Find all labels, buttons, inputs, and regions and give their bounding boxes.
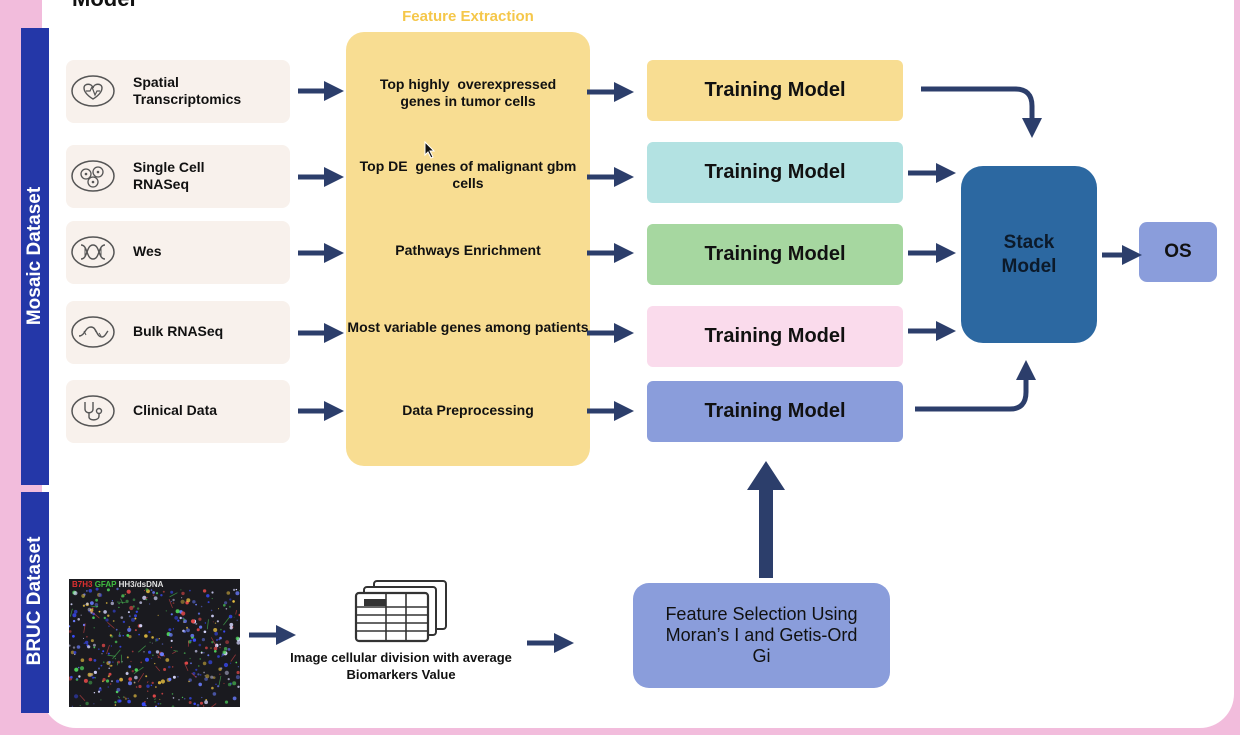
- feature-item: Data Preprocessing: [402, 402, 534, 418]
- mosaic-dataset-bar: [21, 28, 49, 485]
- page-heading: Model: [72, 0, 136, 12]
- legend-marker: B7H3: [72, 580, 93, 589]
- source-clinical-data: Clinical Data: [66, 380, 290, 443]
- source-single-cell-rnaseq: Single Cell RNASeq: [66, 145, 290, 208]
- training-model-box: Training Model: [647, 381, 903, 442]
- spatial-transcriptomics-icon: [71, 75, 115, 107]
- legend-marker: HH3/dsDNA: [118, 580, 164, 589]
- image-division-caption: Image cellular division with average Bio…: [290, 650, 512, 682]
- microscopy-image: B7H3 GFAP HH3/dsDNA: [69, 579, 240, 707]
- stack-model-box: Stack Model: [961, 166, 1097, 343]
- bruc-dataset-bar: [21, 492, 49, 713]
- feature-selection-box: Feature Selection Using Moran’s I and Ge…: [633, 583, 890, 688]
- arrow: [915, 360, 1036, 412]
- training-model-box: Training Model: [647, 224, 903, 285]
- mouse-cursor-icon: [424, 141, 436, 159]
- source-bulk-rnaseq: Bulk RNASeq: [66, 301, 290, 364]
- feature-extraction-box: [346, 32, 590, 466]
- microscopy-legend: B7H3 GFAP HH3/dsDNA: [72, 580, 163, 589]
- training-model-box: Training Model: [647, 306, 903, 367]
- arrow: [921, 86, 1042, 138]
- source-label: Spatial Transcriptomics: [133, 74, 242, 107]
- feature-extraction-title: Feature Extraction: [402, 8, 534, 25]
- single-cell-icon: [71, 160, 115, 192]
- source-wes: Wes: [66, 221, 290, 284]
- legend-marker: GFAP: [94, 580, 117, 589]
- feature-item: Top DE genes of malignant gbm cells: [359, 158, 577, 191]
- stethoscope-icon: [71, 395, 115, 427]
- source-label: Bulk RNASeq: [133, 323, 224, 339]
- source-label: Clinical Data: [133, 402, 218, 418]
- training-model-box: Training Model: [647, 142, 903, 203]
- feature-item: Pathways Enrichment: [395, 242, 541, 258]
- up-arrow: [747, 461, 785, 578]
- microscopy-texture: [69, 587, 240, 707]
- source-spatial-transcriptomics: Spatial Transcriptomics: [66, 60, 290, 123]
- source-label: Wes: [133, 243, 162, 259]
- feature-item: Top highly overexpressed genes in tumor …: [379, 76, 557, 109]
- output-os-box: OS: [1139, 222, 1217, 282]
- source-label: Single Cell RNASeq: [133, 159, 205, 192]
- training-model-box: Training Model: [647, 60, 903, 121]
- dna-icon: [71, 236, 115, 268]
- feature-item: Most variable genes among patients: [347, 319, 589, 335]
- table-icon: [354, 580, 447, 643]
- bulk-rna-icon: [71, 316, 115, 348]
